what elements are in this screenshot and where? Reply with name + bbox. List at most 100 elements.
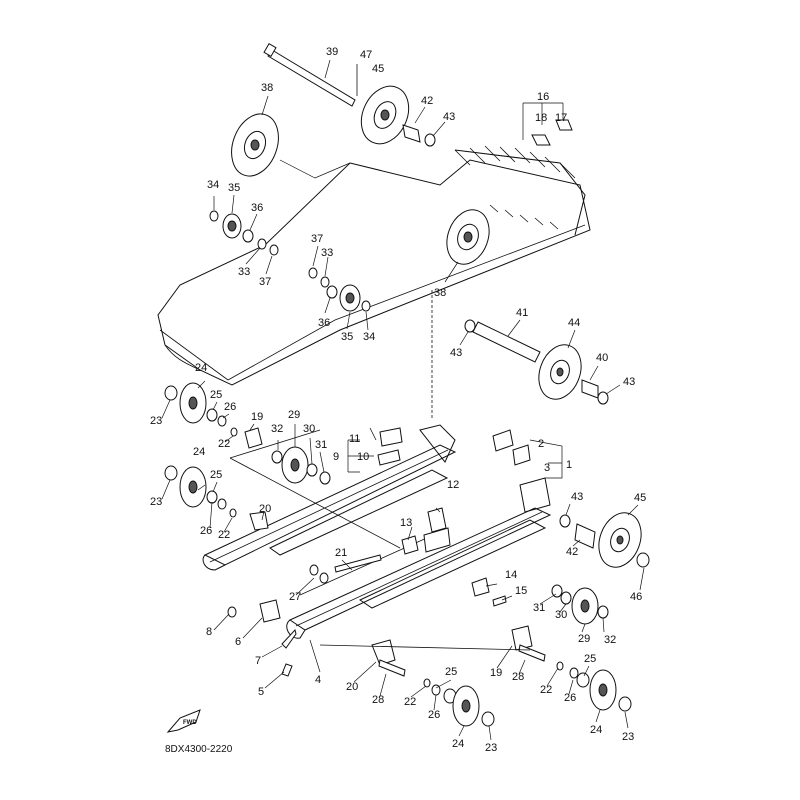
- cross-bracket: [347, 427, 403, 473]
- left-wheel-group-upper: [164, 382, 238, 437]
- part-label: 32: [271, 423, 283, 435]
- slide-rail-right: [286, 477, 552, 639]
- part-label: 22: [218, 529, 230, 541]
- bolt-21: [309, 554, 382, 584]
- part-label: 43: [571, 491, 583, 503]
- part-label: 42: [566, 546, 578, 558]
- part-label: 24: [452, 738, 464, 750]
- part-label: 38: [261, 82, 273, 94]
- part-label: 5: [258, 686, 264, 698]
- part-label: 24: [195, 362, 207, 374]
- bracket-left: [229, 427, 401, 549]
- part-label: 31: [315, 439, 327, 451]
- part-label: 40: [596, 352, 608, 364]
- part-label: 29: [578, 633, 590, 645]
- part-label: 29: [288, 409, 300, 421]
- part-label: 28: [512, 671, 524, 683]
- part-label: 13: [400, 517, 412, 529]
- part-label: 33: [321, 247, 333, 259]
- part-label: 35: [341, 331, 353, 343]
- part-label: 31: [533, 602, 545, 614]
- part-label: 23: [150, 415, 162, 427]
- part-label: 47: [360, 49, 372, 61]
- track-belt: [157, 145, 591, 386]
- part-label: 39: [326, 46, 338, 58]
- part-label: 26: [224, 401, 236, 413]
- lower-left-hardware: [227, 599, 297, 677]
- lower-wheel-group-right: [556, 661, 632, 712]
- track-clips: [522, 102, 573, 146]
- part-label: 14: [505, 569, 517, 581]
- left-wheel-group-lower: [164, 465, 237, 518]
- part-label: 45: [634, 492, 646, 504]
- upper-axle-assembly: [263, 42, 446, 147]
- part-label: 25: [210, 469, 222, 481]
- part-label: 19: [251, 411, 263, 423]
- bearing-group-left: [209, 194, 279, 275]
- part-label: 26: [564, 692, 576, 704]
- part-label: 34: [207, 179, 219, 191]
- fwd-label: FWD: [183, 720, 197, 726]
- slide-rail-left: [202, 424, 457, 571]
- part-label: 25: [210, 389, 222, 401]
- part-label: 4: [315, 674, 321, 686]
- part-label: 12: [447, 479, 459, 491]
- part-label: 8: [206, 626, 212, 638]
- part-label: 44: [568, 317, 580, 329]
- part-label: 16: [537, 91, 549, 103]
- part-labels: 39 47 45 38 42 43 16 18 17 34 35 36 33 3…: [150, 46, 646, 754]
- part-label: 22: [218, 438, 230, 450]
- part-label: 36: [251, 202, 263, 214]
- part-label: 25: [584, 653, 596, 665]
- part-label: 37: [259, 276, 271, 288]
- part-label: 27: [289, 591, 301, 603]
- mid-wheel-left: [271, 446, 331, 485]
- part-label: 23: [622, 731, 634, 743]
- part-label: 32: [604, 634, 616, 646]
- leader-lines: [161, 380, 645, 741]
- track-lugs: [454, 145, 576, 230]
- part-label: 2: [538, 438, 544, 450]
- part-label: 11: [349, 433, 360, 445]
- part-label: 34: [363, 331, 375, 343]
- bearing-group-mid: [308, 245, 371, 331]
- rear-wheel-assembly: [559, 512, 650, 568]
- part-label: 23: [485, 742, 497, 754]
- lower-bracket-group: [319, 625, 546, 677]
- part-label: 18: [535, 112, 547, 124]
- part-label: 43: [450, 347, 462, 359]
- part-label: 15: [515, 585, 527, 597]
- idler-wheel-38-upper: [231, 95, 351, 179]
- brace-bracket-right: [492, 429, 563, 479]
- part-label: 22: [540, 684, 552, 696]
- part-label: 7: [255, 655, 261, 667]
- part-label: 17: [555, 112, 567, 124]
- part-label: 42: [421, 95, 433, 107]
- part-label: 28: [372, 694, 384, 706]
- bracket-14: [471, 577, 507, 607]
- part-label: 41: [516, 307, 528, 319]
- part-label: 43: [623, 376, 635, 388]
- part-label: 23: [150, 496, 162, 508]
- part-label: 26: [200, 525, 212, 537]
- lower-wheel-group-center: [423, 678, 495, 727]
- part-label: 30: [303, 423, 315, 435]
- part-label: 46: [630, 591, 642, 603]
- part-label: 38: [434, 287, 446, 299]
- part-label: 9: [333, 451, 339, 463]
- diagram-code: 8DX4300-2220: [165, 744, 233, 755]
- part-label: 24: [590, 724, 602, 736]
- idler-wheel-38-mid: [444, 209, 490, 283]
- part-label: 21: [335, 547, 347, 559]
- part-label: 20: [346, 681, 358, 693]
- lower-axle-assembly: [459, 319, 621, 405]
- part-label: 26: [428, 709, 440, 721]
- part-label: 1: [566, 459, 572, 471]
- part-label: 35: [228, 182, 240, 194]
- part-label: 33: [238, 266, 250, 278]
- part-label: 10: [357, 451, 369, 463]
- part-label: 30: [555, 609, 567, 621]
- part-label: 6: [235, 636, 241, 648]
- part-label: 19: [490, 667, 502, 679]
